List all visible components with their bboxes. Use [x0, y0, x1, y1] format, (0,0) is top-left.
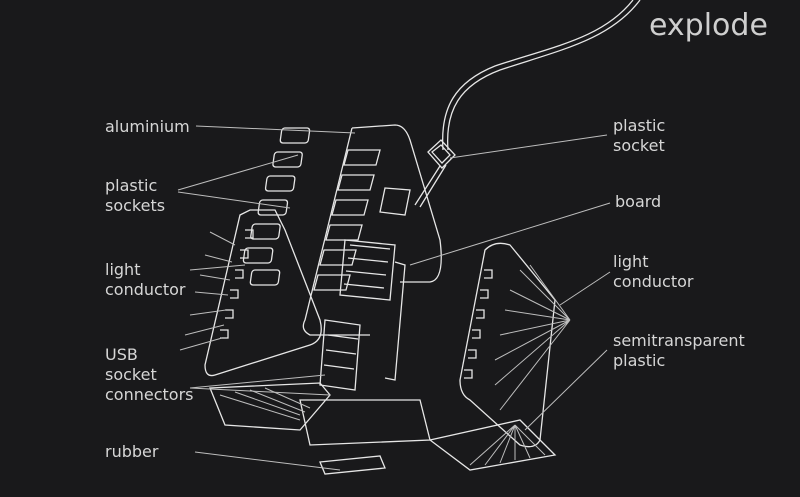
label-line: plastic	[105, 176, 158, 195]
main-frame	[302, 124, 442, 336]
leader-lines	[177, 125, 611, 471]
label-line: light	[613, 252, 649, 271]
label-line: socket	[613, 136, 665, 155]
label-line: sockets	[105, 196, 166, 215]
label-light-conductor-right: light conductor	[613, 252, 693, 292]
label-line: USB	[105, 345, 138, 364]
semitransparent-plate	[428, 419, 557, 471]
label-line: semitransparent	[613, 331, 745, 350]
label-plastic-sockets: plastic sockets	[105, 176, 165, 216]
right-frame	[459, 242, 556, 448]
label-aluminium: aluminium	[105, 117, 190, 136]
label-line: socket	[105, 365, 157, 384]
label-line: connectors	[105, 385, 194, 404]
label-line: plastic	[613, 116, 666, 135]
label-board: board	[615, 192, 662, 211]
plug	[414, 139, 456, 208]
label-usb-socket-connectors: USB socket connectors	[105, 345, 193, 405]
label-semitransparent-plastic: semitransparent plastic	[613, 331, 745, 371]
left-frame	[204, 209, 322, 377]
label-line: plastic	[613, 351, 666, 370]
diagram-title: explode	[649, 8, 768, 43]
label-light-conductor-left: light conductor	[105, 260, 185, 300]
label-rubber: rubber	[105, 442, 159, 461]
usb-connectors	[319, 239, 406, 391]
cable	[441, 0, 641, 151]
label-line: light	[105, 260, 141, 279]
label-line: conductor	[613, 272, 694, 291]
label-line: conductor	[105, 280, 186, 299]
base-plate	[209, 382, 431, 446]
label-plastic-socket: plastic socket	[613, 116, 665, 156]
rubber-pad	[319, 455, 386, 475]
